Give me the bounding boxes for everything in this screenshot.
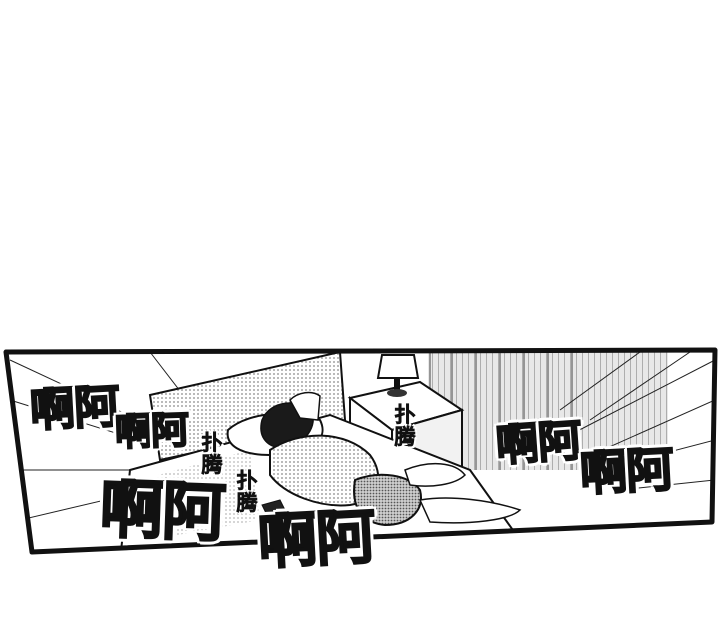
sfx-ah-6: 啊阿	[578, 441, 675, 504]
panel-interior	[6, 350, 715, 552]
phone	[261, 499, 287, 518]
sfx-ah-1: 啊啊阿	[28, 378, 121, 439]
sfx-flop-2: 扑腾	[236, 469, 258, 516]
sfx-flop-1: 扑腾	[201, 431, 223, 478]
sfx-ah-4: 啊阿	[255, 501, 377, 579]
person-lying-on-bed	[260, 391, 522, 527]
sfx-ah-3: 啊阿	[98, 472, 227, 552]
panel-border	[3, 347, 718, 555]
sfx-ah-5: 啊阿	[493, 414, 582, 473]
curtain	[428, 350, 668, 470]
sfx-ah-2: 啊阿	[113, 407, 189, 455]
table-lamp	[376, 354, 420, 397]
sfx-flop-3: 扑腾	[394, 403, 416, 450]
